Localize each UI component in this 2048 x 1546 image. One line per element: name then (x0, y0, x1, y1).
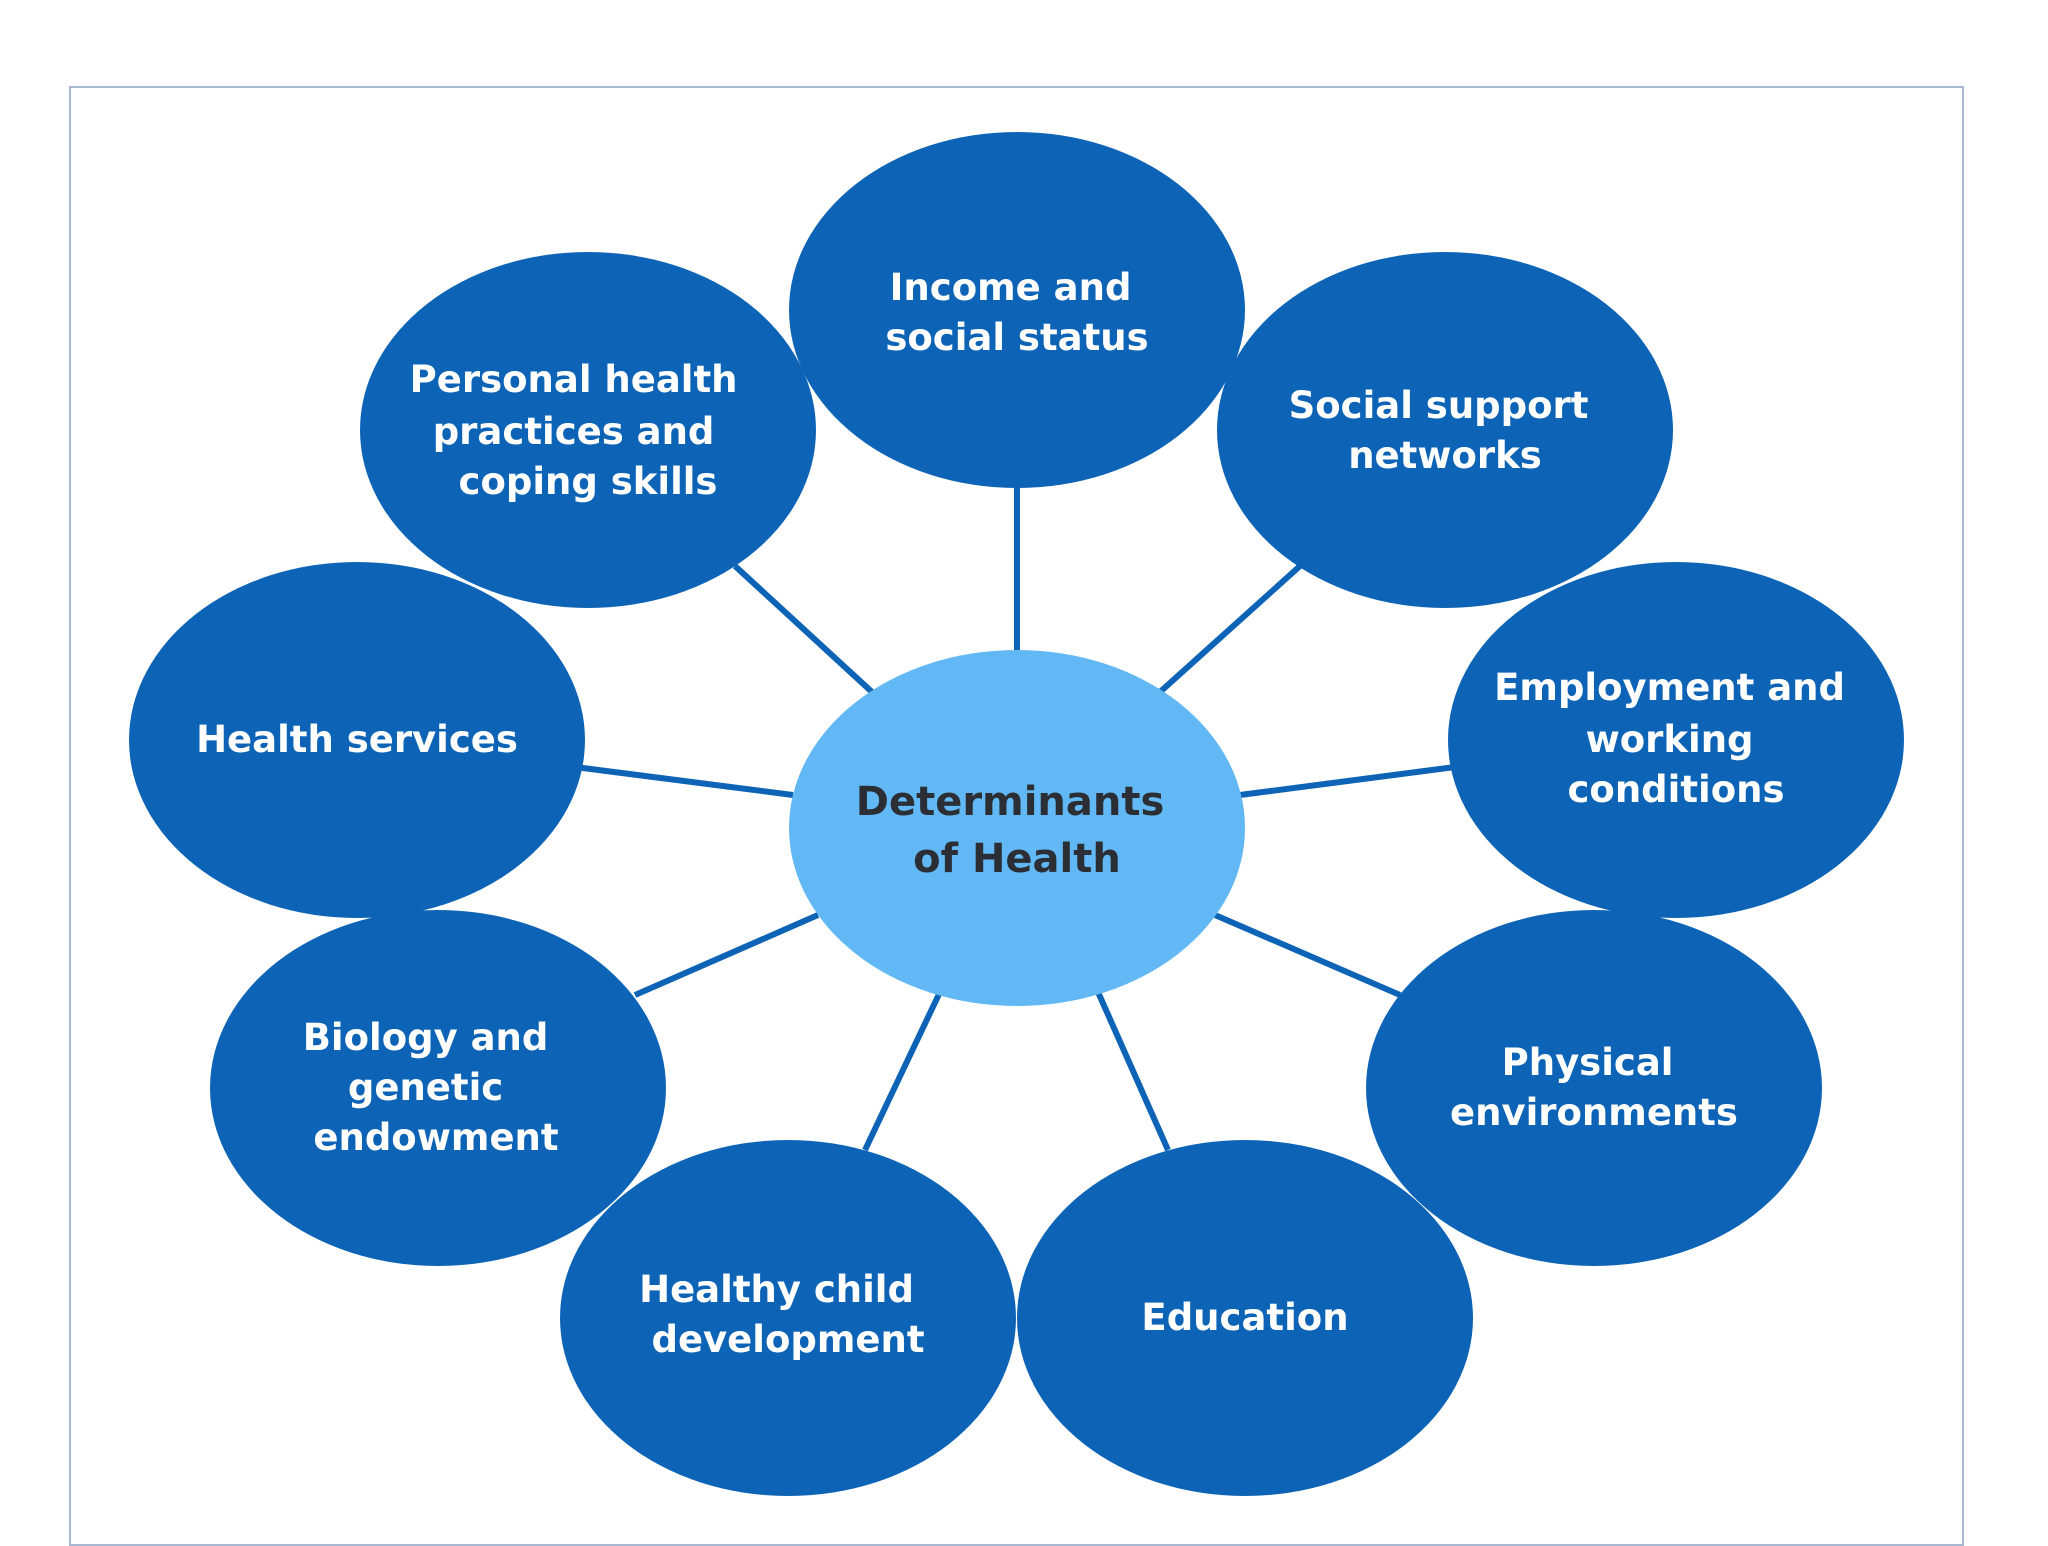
node-personal-health-line-3: coping skills (459, 460, 718, 503)
node-physical-env-label: Physical environments (1450, 1041, 1738, 1134)
node-personal-health: Personal health practices and coping ski… (360, 252, 816, 608)
connector-personal-health (732, 563, 875, 695)
node-health-services: Health services (129, 562, 585, 918)
node-education-ellipse (1017, 1140, 1473, 1496)
node-income-line-2: social status (885, 316, 1148, 359)
node-physical-env: Physical environments (1366, 910, 1822, 1266)
connector-education (1095, 990, 1171, 1152)
hub-determinants-of-health: Determinants of Health (789, 650, 1245, 1006)
hub-label: Determinants of Health (856, 779, 1179, 882)
node-social-support-line-1: Social support (1289, 384, 1589, 427)
node-personal-health-label: Personal health practices and coping ski… (410, 358, 751, 503)
node-biology-label: Biology and genetic endowment (303, 1016, 562, 1159)
connector-employment (1239, 764, 1456, 798)
hub-ellipse (789, 650, 1245, 1006)
node-social-support-ellipse (1217, 252, 1673, 608)
node-income-ellipse (789, 132, 1245, 488)
connector-social-support (1157, 563, 1303, 695)
node-biology-ellipse (210, 910, 666, 1266)
node-employment: Employment and working conditions (1448, 562, 1904, 918)
node-employment-line-3: conditions (1567, 768, 1784, 811)
node-income-line-1: Income and (890, 266, 1132, 309)
node-healthy-child: Healthy child development (560, 1140, 1016, 1496)
connector-physical-env (1213, 912, 1402, 998)
node-employment-line-2: working (1586, 718, 1754, 761)
node-social-support-label: Social support networks (1289, 384, 1602, 477)
node-education-line-1: Education (1141, 1296, 1348, 1339)
node-physical-env-line-2: environments (1450, 1091, 1738, 1134)
connector-healthy-child (862, 990, 943, 1152)
node-healthy-child-line-2: development (651, 1318, 924, 1361)
node-social-support: Social support networks (1217, 252, 1673, 608)
node-employment-line-1: Employment and (1494, 666, 1845, 709)
node-biology: Biology and genetic endowment (210, 910, 666, 1266)
node-employment-ellipse (1448, 562, 1904, 918)
node-personal-health-ellipse (360, 252, 816, 608)
node-physical-env-ellipse (1366, 910, 1822, 1266)
node-biology-line-2: genetic (348, 1066, 503, 1109)
connector-biology (633, 912, 820, 998)
node-income: Income and social status (789, 132, 1245, 488)
node-healthy-child-label: Healthy child development (639, 1268, 927, 1361)
node-healthy-child-line-1: Healthy child (639, 1268, 914, 1311)
node-income-label: Income and social status (885, 266, 1148, 359)
hub-line-1: Determinants (856, 779, 1165, 825)
node-education: Education (1017, 1140, 1473, 1496)
node-social-support-line-2: networks (1348, 434, 1542, 477)
hub-line-2: of Health (913, 836, 1121, 882)
node-personal-health-line-2: practices and (433, 410, 715, 453)
node-personal-health-line-1: Personal health (410, 358, 738, 401)
node-health-services-ellipse (129, 562, 585, 918)
node-healthy-child-ellipse (560, 1140, 1016, 1496)
node-biology-line-1: Biology and (303, 1016, 549, 1059)
node-education-label: Education (1141, 1296, 1348, 1339)
node-health-services-line-1: Health services (196, 718, 518, 761)
node-employment-label: Employment and working conditions (1494, 666, 1858, 811)
node-biology-line-3: endowment (313, 1116, 558, 1159)
connector-health-services (574, 764, 794, 798)
node-health-services-label: Health services (196, 718, 518, 761)
node-physical-env-line-1: Physical (1502, 1041, 1674, 1084)
